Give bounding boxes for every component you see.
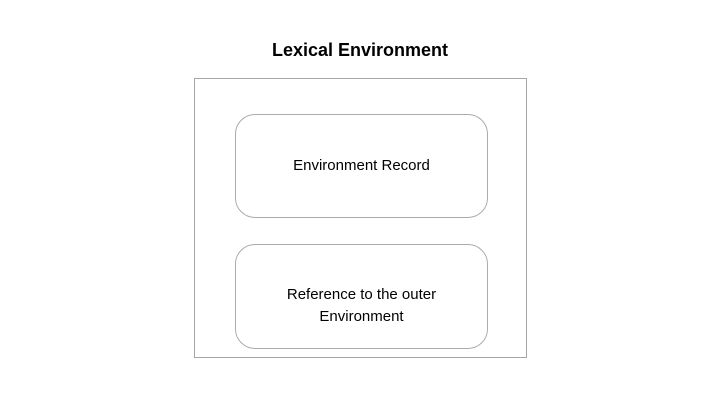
environment-record-label: Environment Record	[293, 157, 430, 175]
diagram-title: Lexical Environment	[271, 40, 449, 60]
outer-environment-reference-label: Reference to the outer Environment	[286, 285, 437, 325]
environment-record-box: Environment Record	[235, 114, 488, 218]
outer-environment-reference-box: Reference to the outer Environment	[235, 244, 488, 349]
lexical-environment-container: Environment Record Reference to the oute…	[194, 78, 527, 358]
